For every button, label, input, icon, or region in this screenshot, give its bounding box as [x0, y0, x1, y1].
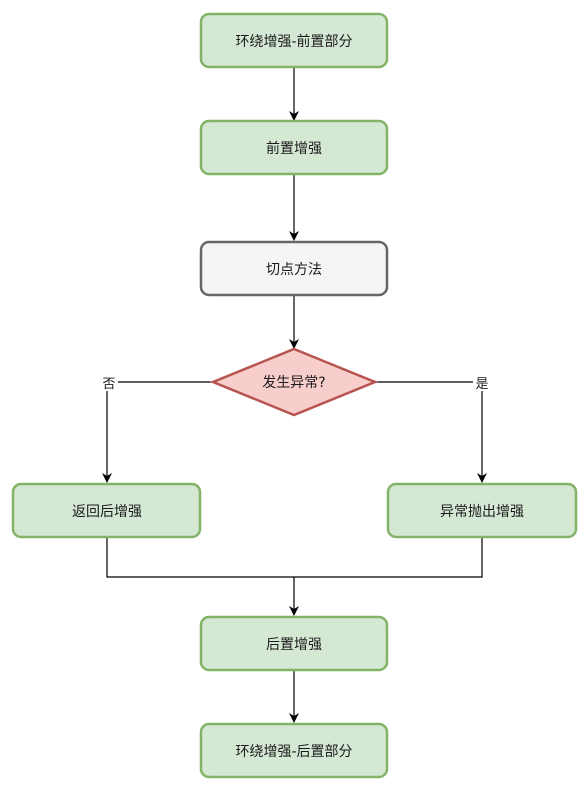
node-pointcut-label: 切点方法	[266, 262, 322, 278]
node-decision-diamond	[209, 347, 379, 417]
node-around-before[interactable]: 环绕增强-前置部分	[199, 12, 389, 69]
node-pointcut-box	[199, 240, 389, 297]
edge-label-yes-bg	[473, 374, 491, 391]
node-before[interactable]: 前置增强	[199, 119, 389, 176]
edge-after-returning-merge	[106, 537, 483, 578]
node-after-throwing[interactable]: 异常抛出增强	[386, 482, 578, 539]
node-before-box	[199, 119, 389, 176]
node-around-after-box	[199, 722, 389, 779]
edge-label-yes: 是	[475, 377, 488, 392]
node-after[interactable]: 后置增强	[199, 615, 389, 672]
edge-label-no-bg	[100, 374, 118, 391]
node-decision[interactable]: 发生异常?	[209, 347, 379, 417]
edge-decision-no-branch	[102, 381, 213, 483]
node-after-throwing-box	[386, 482, 578, 539]
node-around-before-box	[199, 12, 389, 69]
node-after-returning-box	[11, 482, 202, 539]
node-pointcut[interactable]: 切点方法	[199, 240, 389, 297]
node-after-label: 后置增强	[266, 637, 322, 653]
node-decision-label: 发生异常?	[262, 375, 325, 391]
node-after-returning-label: 返回后增强	[72, 504, 142, 520]
node-after-returning[interactable]: 返回后增强	[11, 482, 202, 539]
node-around-after[interactable]: 环绕增强-后置部分	[199, 722, 389, 779]
node-around-before-label: 环绕增强-前置部分	[235, 33, 352, 50]
node-before-label: 前置增强	[266, 140, 322, 157]
edge-decision-yes-branch	[375, 381, 487, 483]
node-after-throwing-label: 异常抛出增强	[440, 504, 524, 520]
node-after-box	[199, 615, 389, 672]
edge-label-no: 否	[102, 377, 115, 392]
node-around-after-label: 环绕增强-后置部分	[235, 744, 352, 760]
